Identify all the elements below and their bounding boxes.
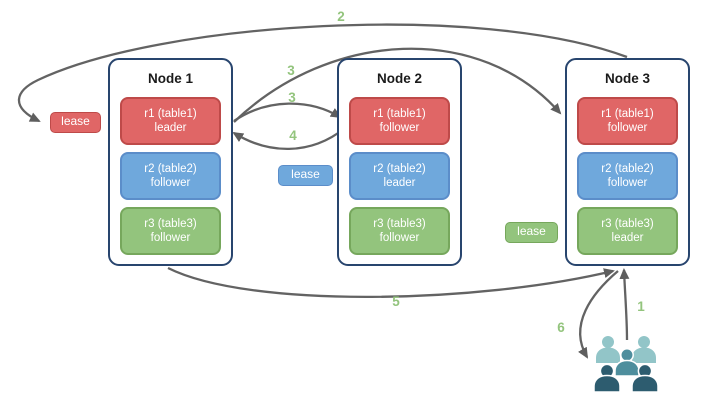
step-label-3b: 3 [288, 90, 296, 105]
replica-node2-r1: r1 (table1) follower [349, 97, 450, 145]
arrow-step-6 [578, 270, 619, 359]
replica-node3-r1: r1 (table1) follower [577, 97, 678, 145]
node-2: Node 2 r1 (table1) follower r2 (table2) … [337, 58, 462, 266]
replica-id: r2 (table2) [601, 163, 654, 175]
arrow-step-3-to-node2 [233, 102, 342, 122]
replica-role: follower [607, 177, 648, 189]
replica-id: r2 (table2) [144, 163, 197, 175]
replica-role: follower [607, 122, 648, 134]
replica-role: follower [150, 232, 191, 244]
lease-badge-blue: lease [278, 165, 333, 186]
replica-role: leader [611, 232, 644, 244]
arrow-step-5 [167, 266, 615, 299]
replica-id: r1 (table1) [601, 108, 654, 120]
step-label-6: 6 [557, 320, 565, 335]
replica-node3-r2: r2 (table2) follower [577, 152, 678, 200]
replica-node2-r3: r3 (table3) follower [349, 207, 450, 255]
step-label-4: 4 [289, 128, 297, 143]
lease-badge-green: lease [505, 222, 558, 243]
replica-role: leader [383, 177, 416, 189]
replica-role: follower [379, 122, 420, 134]
replica-id: r3 (table3) [144, 218, 197, 230]
node-title: Node 2 [376, 71, 422, 86]
replica-node2-r2: r2 (table2) leader [349, 152, 450, 200]
replica-id: r3 (table3) [601, 218, 654, 230]
step-label-5: 5 [392, 294, 400, 309]
replica-node1-r3: r3 (table3) follower [120, 207, 221, 255]
replica-id: r1 (table1) [373, 108, 426, 120]
node-1: Node 1 r1 (table1) leader r2 (table2) fo… [108, 58, 233, 266]
replica-node1-r1: r1 (table1) leader [120, 97, 221, 145]
replica-node1-r2: r2 (table2) follower [120, 152, 221, 200]
step-label-2: 2 [337, 9, 345, 24]
replica-node3-r3: r3 (table3) leader [577, 207, 678, 255]
step-label-3a: 3 [287, 63, 295, 78]
replica-id: r3 (table3) [373, 218, 426, 230]
node-3: Node 3 r1 (table1) follower r2 (table2) … [565, 58, 690, 266]
replica-role: leader [154, 122, 187, 134]
step-label-1: 1 [637, 299, 645, 314]
replica-role: follower [379, 232, 420, 244]
arrow-step-1 [619, 268, 630, 341]
node-title: Node 3 [604, 71, 650, 86]
replica-role: follower [150, 177, 191, 189]
node-title: Node 1 [147, 71, 193, 86]
lease-badge-red: lease [50, 112, 101, 133]
users-icon [593, 336, 659, 393]
replica-id: r1 (table1) [144, 108, 197, 120]
replica-id: r2 (table2) [373, 163, 426, 175]
